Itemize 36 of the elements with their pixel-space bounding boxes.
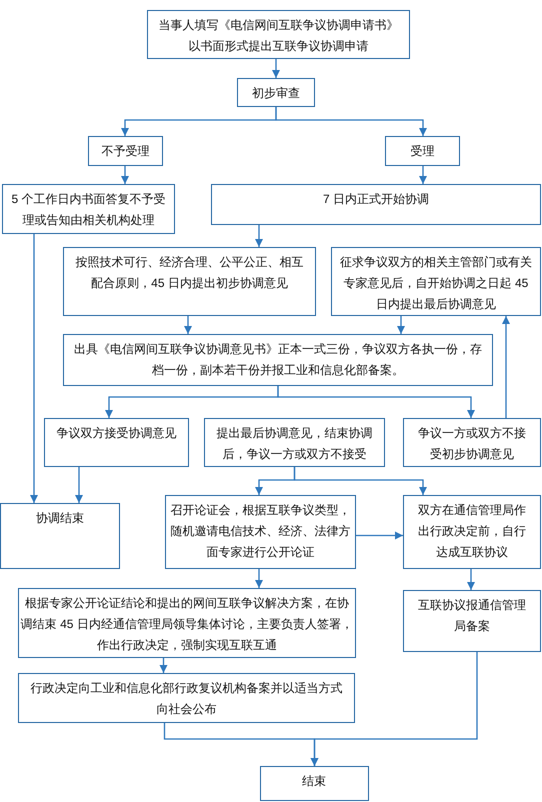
arrow [356, 532, 403, 540]
process-box: 召开论证会，根据互联争议类型，随机邀请电信技术、经济、法律方面专家进行公开论证 [164, 495, 356, 569]
arrow [419, 166, 427, 184]
process-box: 争议双方接受协调意见 [44, 418, 189, 467]
process-box: 初步审查 [237, 78, 315, 107]
arrow [310, 652, 478, 766]
end-box: 结束 [260, 766, 368, 801]
arrow [255, 569, 263, 588]
process-box: 出具《电信网间互联争议协调意见书》正本一式三份，争议双方各执一份，存档一份，副本若干份并报工业和信息化部备案。 [63, 334, 493, 386]
process-box: 按照技术可行、经济合理、公平公正、相互配合原则，45 日内提出初步协调意见 [63, 247, 316, 316]
arrow [75, 467, 83, 503]
arrow [502, 316, 510, 418]
process-box: 受理 [385, 136, 460, 166]
process-box: 当事人填写《电信网间互联争议协调申请书》以书面形式提出互联争议协调申请 [147, 10, 410, 59]
arrow [467, 569, 475, 590]
arrow [121, 166, 129, 184]
process-box: 行政决定向工业和信息化部行政复议机构备案并以适当方式向社会公布 [18, 673, 355, 722]
arrow [255, 225, 263, 247]
process-box: 提出最后协调意见，结束协调后，争议一方或双方不接受 [204, 418, 385, 467]
arrow [30, 234, 38, 503]
arrow [275, 107, 427, 136]
arrow [397, 316, 405, 334]
process-box: 不予受理 [88, 136, 163, 166]
arrow [294, 467, 427, 495]
process-box: 征求争议双方的相关主管部门或有关专家意见后，自开始协调之日起 45 日内提出最后协调意见 [331, 247, 541, 316]
process-box: 争议一方或双方不接受初步协调意见 [403, 418, 541, 467]
process-box: 双方在通信管理局作出行政决定前，自行达成互联协议 [403, 495, 541, 569]
process-box: 根据专家公开论证结论和提出的网间互联争议解决方案，在协调结束 45 日内经通信管理局领导集体讨论，主要负责人签署，作出行政决定，强制实现互联互通 [18, 588, 356, 658]
process-box: 7 日内正式开始协调 [211, 184, 541, 225]
process-box: 5 个工作日内书面答复不予受理或告知由相关机构处理 [2, 184, 175, 234]
arrow [160, 658, 168, 673]
arrow [184, 316, 192, 334]
process-box: 互联协议报通信管理局备案 [403, 590, 541, 652]
arrow [277, 386, 475, 418]
arrow [272, 59, 280, 78]
process-box: 协调结束 [0, 503, 120, 569]
